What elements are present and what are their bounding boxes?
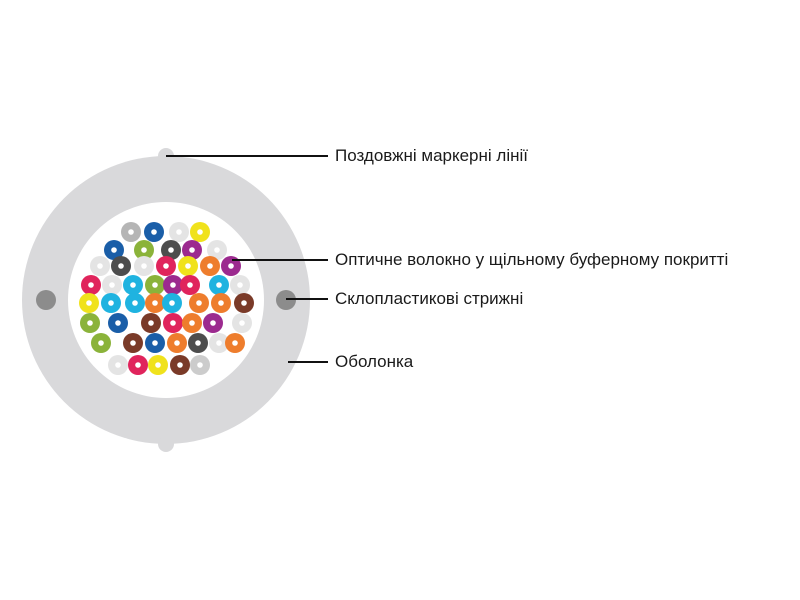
fiber-core-dot [108,300,114,306]
fiber-core-dot [135,362,141,368]
fiber-core-dot [228,263,234,269]
label-tight-buffer-fiber: Оптичне волокно у щільному буферному пок… [335,250,729,269]
fiber-core-dot [218,300,224,306]
fiber-core-dot [155,362,161,368]
fiber-core-dot [141,263,147,269]
fiber-core-dot [115,320,121,326]
fiber-core-dot [148,320,154,326]
fiber-core-dot [241,300,247,306]
fiber-core-dot [216,340,222,346]
fiber-core-dot [141,247,147,253]
fiber-core-dot [118,263,124,269]
fiber-core-dot [214,247,220,253]
fiber-core-dot [163,263,169,269]
fiber-core-dot [88,282,94,288]
fiber-core-dot [195,340,201,346]
fiber-core-dot [197,229,203,235]
fiber-core-dot [207,263,213,269]
fiber-core-dot [152,300,158,306]
fiber-core-dot [174,340,180,346]
fiber-core-dot [128,229,134,235]
fiber-core-dot [86,300,92,306]
label-marker-lines: Поздовжні маркерні лінії [335,146,528,165]
fiber-core-dot [169,300,175,306]
fiber-core-dot [168,247,174,253]
fiber-core-dot [98,340,104,346]
fiber-core-dot [109,282,115,288]
fiber-core-dot [115,362,121,368]
fiber-core-dot [239,320,245,326]
fiber-core-dot [187,282,193,288]
fiber-core-dot [185,263,191,269]
fiber-core-dot [216,282,222,288]
fiber-core-dot [87,320,93,326]
fiber-core-dot [170,320,176,326]
fiber-bundle [79,222,254,375]
fiber-core-dot [152,340,158,346]
fiber-core-dot [177,362,183,368]
fiber-core-dot [176,229,182,235]
label-jacket: Оболонка [335,352,414,371]
label-frp-rods: Склопластикові стрижні [335,289,524,308]
fiber-core-dot [196,300,202,306]
fiber-core-dot [210,320,216,326]
fiber-core-dot [130,282,136,288]
callout-leaders [166,155,328,363]
fiber-core-dot [97,263,103,269]
fiber-core-dot [189,320,195,326]
fiber-core-dot [232,340,238,346]
frp-rod-left [36,290,56,310]
fiber-core-dot [197,362,203,368]
fiber-core-dot [130,340,136,346]
fiber-core-dot [170,282,176,288]
fiber-core-dot [189,247,195,253]
fiber-core-dot [237,282,243,288]
fiber-core-dot [152,282,158,288]
marker-line-bottom [158,436,174,452]
fiber-core-dot [111,247,117,253]
fiber-core-dot [151,229,157,235]
fiber-core-dot [132,300,138,306]
